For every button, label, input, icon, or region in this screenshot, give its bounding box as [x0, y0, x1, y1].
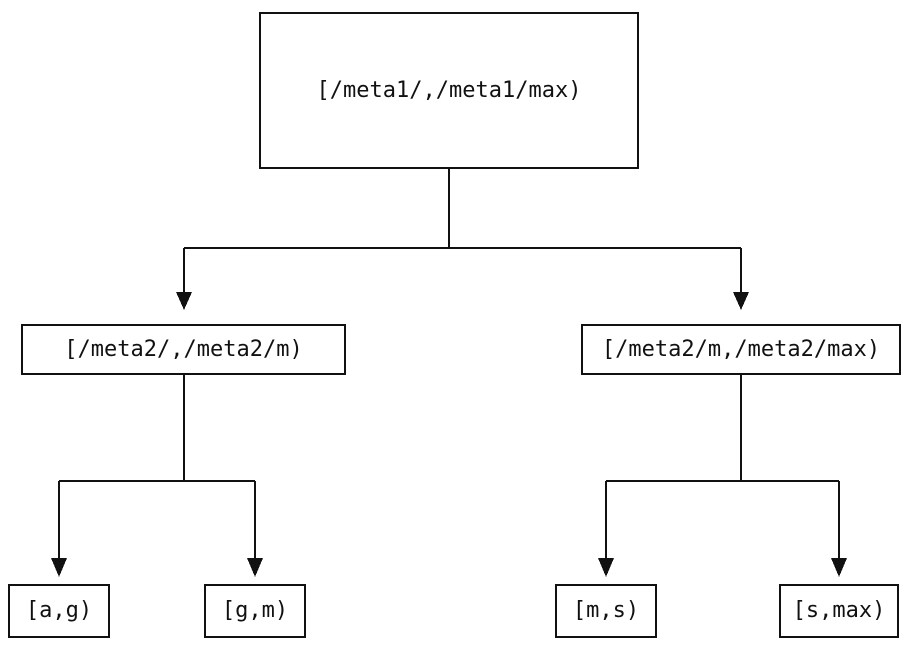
tree-node-meta2-low-label: [/meta2/,/meta2/m) — [64, 336, 303, 362]
arrowhead-meta2-low — [176, 292, 192, 310]
tree-node-leaf-a-g: [a,g) — [8, 584, 110, 638]
tree-node-root-label: [/meta1/,/meta1/max) — [316, 77, 582, 103]
arrowhead-leaf-a-g — [51, 558, 67, 577]
arrowhead-leaf-g-m — [247, 558, 263, 577]
tree-node-leaf-s-max: [s,max) — [779, 584, 899, 638]
tree-node-leaf-s-max-label: [s,max) — [792, 598, 886, 623]
arrowhead-leaf-m-s — [598, 558, 614, 577]
arrowhead-meta2-high — [733, 292, 749, 310]
arrowheads — [51, 292, 847, 577]
tree-node-meta2-high-label: [/meta2/m,/meta2/max) — [601, 336, 881, 362]
tree-node-leaf-g-m: [g,m) — [204, 584, 306, 638]
tree-node-leaf-m-s: [m,s) — [555, 584, 657, 638]
connector-lines — [58, 169, 840, 559]
tree-node-meta2-low: [/meta2/,/meta2/m) — [21, 324, 346, 375]
tree-node-leaf-a-g-label: [a,g) — [25, 598, 93, 623]
tree-node-meta2-high: [/meta2/m,/meta2/max) — [581, 324, 901, 375]
arrowhead-leaf-s-max — [831, 558, 847, 577]
tree-node-root: [/meta1/,/meta1/max) — [259, 12, 639, 169]
tree-node-leaf-m-s-label: [m,s) — [572, 598, 640, 623]
tree-node-leaf-g-m-label: [g,m) — [221, 598, 289, 623]
